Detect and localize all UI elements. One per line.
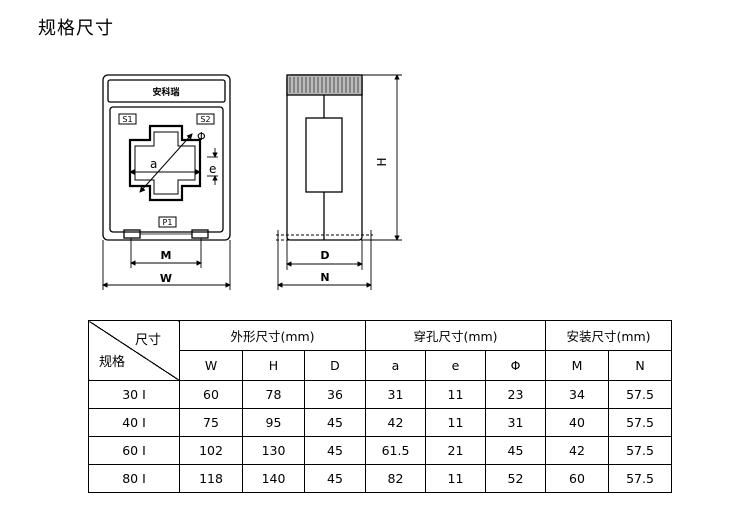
table-cell: 23 — [485, 380, 546, 409]
table-cell: 45 — [304, 464, 366, 493]
table-row: 30 I 60 78 36 31 11 23 34 57.5 — [88, 380, 672, 409]
group-header-outer: 外形尺寸(mm) — [179, 320, 366, 351]
table-cell: 57.5 — [608, 436, 672, 465]
table-corner-cell: 尺寸 规格 — [88, 320, 180, 381]
dim-w-label: W — [160, 272, 172, 285]
table-cell: 40 — [545, 408, 609, 437]
table-cell: 45 — [485, 436, 546, 465]
table-cell: 75 — [179, 408, 243, 437]
table-row: 80 I 118 140 45 82 11 52 60 57.5 — [88, 464, 672, 493]
column-header: a — [365, 350, 426, 381]
table-cell: 11 — [425, 464, 486, 493]
row-spec-cell: 60 I — [88, 436, 180, 465]
table-row: 40 I 75 95 45 42 11 31 40 57.5 — [88, 408, 672, 437]
dimension-drawing: S1 S2 P1 安科瑞 Φ a e M W — [102, 74, 402, 290]
column-header: M — [545, 350, 609, 381]
column-header: W — [179, 350, 243, 381]
dim-phi-label: Φ — [197, 130, 206, 143]
table-cell: 78 — [242, 380, 305, 409]
dim-m-label: M — [161, 249, 172, 262]
dim-h-label: H — [375, 157, 389, 166]
table-cell: 95 — [242, 408, 305, 437]
table-cell: 45 — [304, 436, 366, 465]
dim-d-label: D — [320, 249, 329, 262]
table-cell: 82 — [365, 464, 426, 493]
front-view — [102, 74, 231, 290]
page-title: 规格尺寸 — [38, 18, 114, 39]
corner-bottom-label: 规格 — [99, 355, 126, 370]
column-header: D — [304, 350, 366, 381]
table-cell: 21 — [425, 436, 486, 465]
group-header-hole: 穿孔尺寸(mm) — [365, 320, 546, 351]
row-spec-cell: 30 I — [88, 380, 180, 409]
table-cell: 61.5 — [365, 436, 426, 465]
terminal-p1-label: P1 — [158, 216, 177, 228]
group-header-mount: 安装尺寸(mm) — [545, 320, 672, 351]
table-cell: 42 — [545, 436, 609, 465]
table-cell: 36 — [304, 380, 366, 409]
dim-a-label: a — [150, 157, 157, 171]
table-cell: 31 — [365, 380, 426, 409]
row-spec-cell: 40 I — [88, 408, 180, 437]
column-header: H — [242, 350, 305, 381]
table-cell: 118 — [179, 464, 243, 493]
table-cell: 102 — [179, 436, 243, 465]
brand-label: 安科瑞 — [152, 86, 179, 98]
svg-text:S1: S1 — [122, 115, 132, 124]
table-cell: 140 — [242, 464, 305, 493]
table-cell: 31 — [485, 408, 546, 437]
table-cell: 11 — [425, 380, 486, 409]
column-header: e — [425, 350, 486, 381]
table-cell: 42 — [365, 408, 426, 437]
svg-text:S2: S2 — [200, 115, 210, 124]
table-cell: 34 — [545, 380, 609, 409]
dim-e-label: e — [209, 162, 216, 176]
side-view — [276, 74, 402, 290]
table-row: 60 I 102 130 45 61.5 21 45 42 57.5 — [88, 436, 672, 465]
column-header: Φ — [485, 350, 546, 381]
table-cell: 11 — [425, 408, 486, 437]
row-spec-cell: 80 I — [88, 464, 180, 493]
corner-top-label: 尺寸 — [134, 333, 161, 348]
table-cell: 60 — [545, 464, 609, 493]
table-cell: 52 — [485, 464, 546, 493]
terminal-s2-label: S2 — [196, 113, 215, 125]
terminal-s1-label: S1 — [118, 113, 137, 125]
svg-text:P1: P1 — [163, 218, 173, 227]
table-cell: 45 — [304, 408, 366, 437]
table-cell: 57.5 — [608, 464, 672, 493]
spec-table: 尺寸 规格 外形尺寸(mm) 穿孔尺寸(mm) 安装尺寸(mm) W H D a… — [88, 320, 672, 493]
table-cell: 57.5 — [608, 380, 672, 409]
table-cell: 60 — [179, 380, 243, 409]
table-cell: 130 — [242, 436, 305, 465]
dim-n-label: N — [320, 271, 329, 284]
table-cell: 57.5 — [608, 408, 672, 437]
column-header: N — [608, 350, 672, 381]
